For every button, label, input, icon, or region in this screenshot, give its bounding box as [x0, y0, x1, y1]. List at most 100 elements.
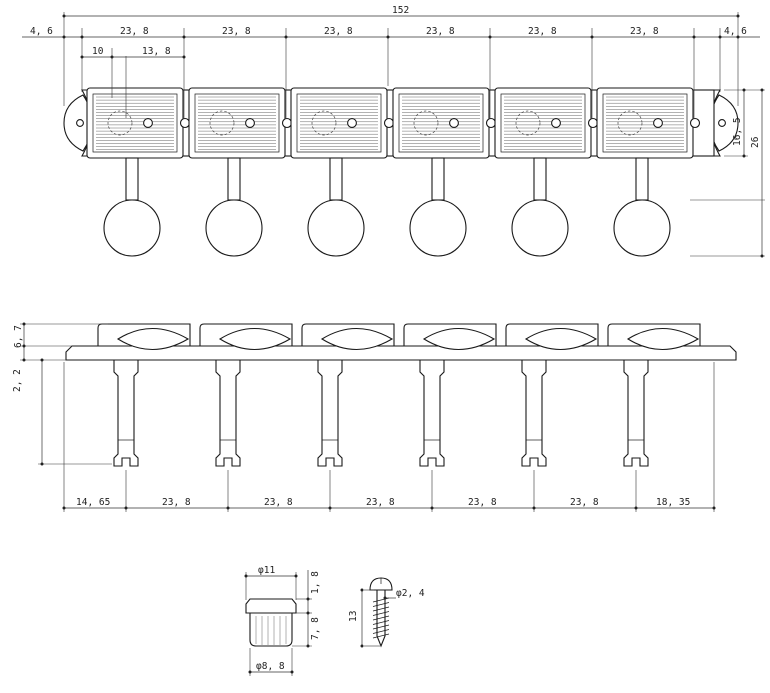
top-tuners	[86, 87, 701, 257]
dim-bushing-bottom: φ8, 8	[256, 661, 285, 672]
tuner-side-5	[505, 323, 599, 467]
tuner-cover	[398, 93, 484, 153]
tuner-cover	[194, 93, 280, 153]
tuner-shaft	[329, 157, 343, 201]
tuner-cover	[296, 93, 382, 153]
separator-hole	[689, 117, 701, 129]
thread	[372, 602, 390, 607]
bushing-detail: φ11 φ8, 8 1, 8 7, 8	[244, 565, 321, 676]
mount-hole-left	[76, 119, 84, 127]
dim-side-post-left: 14, 65	[76, 497, 110, 508]
dim-side-pitch-2: 23, 8	[264, 497, 293, 508]
dim-edge-right: 4, 6	[724, 26, 747, 37]
post-hidden-circle	[413, 110, 439, 136]
dim-height-plate: 16, 5	[732, 117, 743, 146]
tuner-shaft	[635, 157, 649, 201]
top-view	[63, 87, 739, 257]
side-post	[419, 359, 445, 467]
bushing-flange	[245, 598, 297, 614]
tuner-top-1	[86, 87, 191, 257]
tuner-housing	[494, 87, 592, 159]
rivet	[347, 118, 357, 128]
side-post	[113, 359, 139, 467]
tuner-side-4	[403, 323, 497, 467]
tuner-shaft	[125, 157, 139, 201]
tuner-button	[205, 199, 263, 257]
thread	[372, 611, 390, 616]
tuner-top-5	[494, 87, 599, 257]
dim-pitch-3: 23, 8	[324, 26, 353, 37]
tuner-button	[307, 199, 365, 257]
dim-screw-diameter: φ2, 4	[396, 588, 425, 599]
dim-pitch-5: 23, 8	[528, 26, 557, 37]
tuner-housing	[290, 87, 388, 159]
side-button	[422, 328, 496, 350]
tuner-cover	[92, 93, 178, 153]
rivet	[245, 118, 255, 128]
tuner-cover	[602, 93, 688, 153]
top-view-dimensions: 152 4, 6 4, 6 23, 8 23, 8 23, 8 23, 8 23…	[22, 5, 765, 258]
tuner-housing	[392, 87, 490, 159]
thread	[372, 615, 390, 621]
separator-hole	[179, 117, 191, 129]
tuner-shaft	[533, 157, 547, 201]
dim-bushing-body: 7, 8	[310, 617, 321, 640]
side-button	[320, 328, 394, 350]
dim-side-pitch-3: 23, 8	[366, 497, 395, 508]
tuner-shaft	[431, 157, 445, 201]
dim-pitch-6: 23, 8	[630, 26, 659, 37]
thread	[372, 633, 390, 639]
thread	[372, 620, 390, 625]
dim-hole-offset-b: 13, 8	[142, 46, 171, 57]
dim-overall-width: 152	[392, 5, 409, 16]
tuner-housing	[596, 87, 694, 159]
separator-hole	[281, 117, 293, 129]
side-button	[116, 328, 190, 350]
tuner-top-6	[596, 87, 701, 257]
dim-bushing-flange: 1, 8	[310, 571, 321, 594]
side-button	[626, 328, 700, 350]
side-view	[65, 323, 737, 467]
tuner-shaft	[227, 157, 241, 201]
tuner-button	[613, 199, 671, 257]
dim-side-plate-thickness: 2, 2	[12, 369, 23, 392]
dim-pitch-2: 23, 8	[222, 26, 251, 37]
thread	[372, 624, 390, 630]
tuner-side-2	[199, 323, 293, 467]
dim-side-pitch-5: 23, 8	[570, 497, 599, 508]
side-post	[521, 359, 547, 467]
side-button	[524, 328, 598, 350]
dim-edge-left: 4, 6	[30, 26, 53, 37]
side-post	[215, 359, 241, 467]
rivet	[143, 118, 153, 128]
tuner-side-3	[301, 323, 395, 467]
screw-detail: 13 φ2, 4	[348, 577, 425, 648]
separator-hole	[485, 117, 497, 129]
side-button	[218, 328, 292, 350]
dim-side-pitch-4: 23, 8	[468, 497, 497, 508]
bushing-body	[249, 612, 293, 647]
thread	[372, 629, 390, 634]
dim-pitch-4: 23, 8	[426, 26, 455, 37]
post-hidden-circle	[107, 110, 133, 136]
tuner-top-4	[392, 87, 497, 257]
side-post	[623, 359, 649, 467]
dim-side-pitch-1: 23, 8	[162, 497, 191, 508]
tuner-side-1	[97, 323, 191, 467]
side-post	[317, 359, 343, 467]
tuner-top-2	[188, 87, 293, 257]
tuner-top-3	[290, 87, 395, 257]
screw-threads	[372, 597, 390, 639]
thread	[372, 606, 390, 612]
post-hidden-circle	[311, 110, 337, 136]
dim-height-total: 26	[750, 136, 761, 148]
tuner-button	[409, 199, 467, 257]
tuner-side-6	[607, 323, 701, 467]
tuner-cover	[500, 93, 586, 153]
side-tuners	[97, 323, 701, 467]
dim-screw-length: 13	[348, 611, 359, 622]
post-hidden-circle	[209, 110, 235, 136]
dim-bushing-top: φ11	[258, 565, 275, 576]
